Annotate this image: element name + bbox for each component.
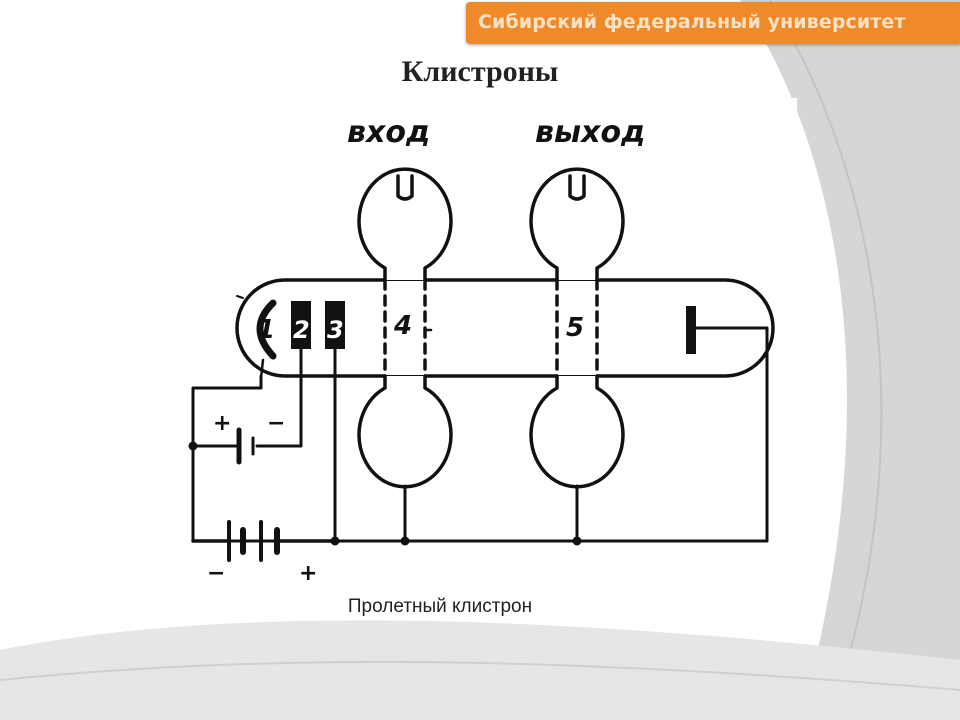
figure-caption: Пролетный клистрон <box>347 596 533 617</box>
electrode-3-label: 3 <box>327 316 344 344</box>
resonator-5-label: 5 <box>566 313 584 343</box>
accelerating-electrode <box>325 301 345 349</box>
minus-sign-small: − <box>267 411 285 436</box>
minus-sign-large: − <box>207 561 225 581</box>
output-label: выход <box>535 115 645 150</box>
klystron-diagram: вход выход 1 2 3 4 5 + − − + <box>165 98 797 581</box>
plus-sign-large: + <box>299 561 317 581</box>
input-resonator <box>357 167 453 489</box>
university-name: Сибирский федеральный университет <box>478 11 906 33</box>
plus-sign-small: + <box>213 411 231 436</box>
input-label: вход <box>347 115 430 150</box>
tube-envelope <box>235 278 775 378</box>
junction-dots <box>188 441 582 546</box>
anode-battery <box>191 520 337 562</box>
collector <box>686 306 696 354</box>
resonator-4-label: 4 <box>393 311 412 341</box>
slide-title: Клистроны <box>401 55 559 88</box>
electrode-2-label: 2 <box>293 316 310 344</box>
electrode-1-label: 1 <box>257 315 275 345</box>
university-badge: Сибирский федеральный университет <box>466 2 960 44</box>
filament-battery <box>236 427 255 465</box>
focusing-electrode <box>291 301 311 349</box>
